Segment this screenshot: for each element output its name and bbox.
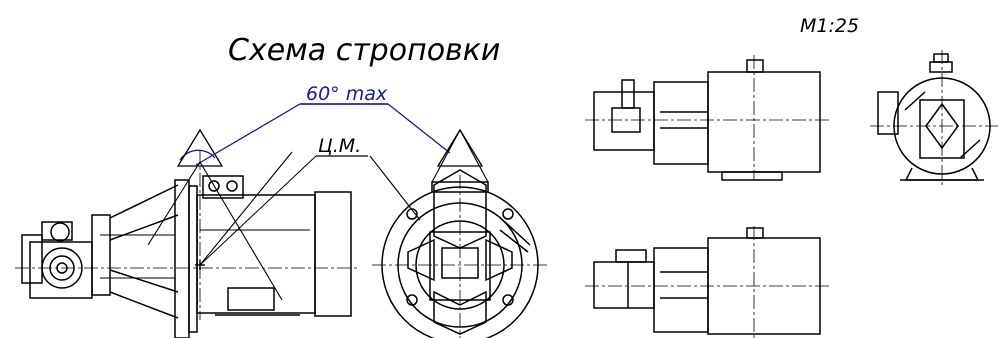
front-view-centerlines <box>372 175 548 338</box>
side-view-lifting-triangle <box>176 128 224 167</box>
scale-label: M1:25 <box>800 15 859 37</box>
front-view-sling-lines <box>369 129 489 221</box>
cm-leader-line <box>199 155 317 266</box>
sling-angle-label: 60° max <box>306 83 388 105</box>
top-view-lower <box>593 227 821 335</box>
top-view-lower-centerlines <box>585 226 830 338</box>
side-view-details <box>100 151 310 301</box>
side-view-centerlines <box>15 150 360 320</box>
sling-lines <box>179 103 451 166</box>
front-view-lifting-triangle <box>436 128 484 167</box>
center-of-mass-label: Ц.М. <box>318 135 361 157</box>
end-view <box>877 53 991 181</box>
end-view-centerlines <box>870 50 998 186</box>
top-view-upper-centerlines <box>585 55 830 180</box>
slinging-scheme-title: Схема строповки <box>228 33 500 68</box>
side-view-assembly <box>21 175 352 338</box>
